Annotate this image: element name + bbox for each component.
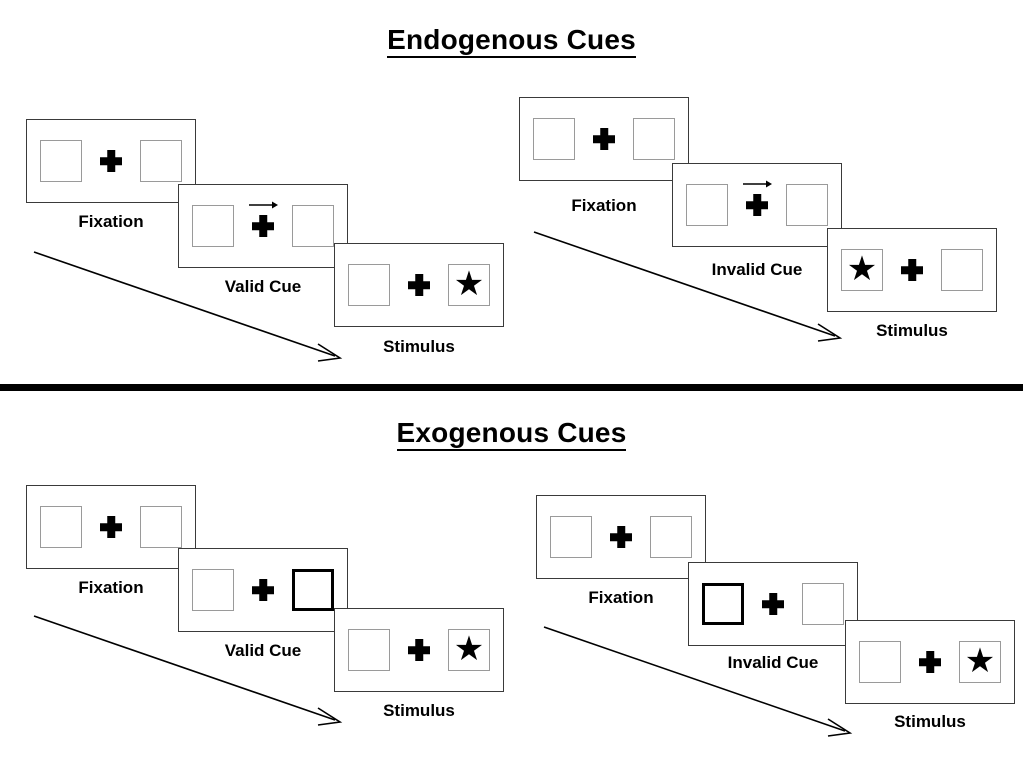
caption-endogenous-valid-stimulus: Stimulus <box>383 337 455 356</box>
caption-exogenous-invalid-stimulus: Stimulus <box>894 712 966 731</box>
caption-exogenous-valid-fixation: Fixation <box>78 578 144 597</box>
fixation-cross-icon <box>408 639 430 661</box>
stimulus-box-right: ★ <box>959 641 1001 683</box>
fixation-cross-icon <box>249 201 278 237</box>
fixation-cross-icon <box>901 259 923 281</box>
caption-exogenous-invalid-fixation: Fixation <box>588 588 654 607</box>
stimulus-box-right <box>140 506 182 548</box>
panel-exogenous-valid-cue <box>178 548 348 632</box>
stimulus-box-left <box>192 569 234 611</box>
stimulus-box-left <box>550 516 592 558</box>
stimulus-box-left <box>348 264 390 306</box>
caption-endogenous-invalid-stimulus: Stimulus <box>876 321 948 340</box>
stimulus-box-right <box>941 249 983 291</box>
stimulus-box-left <box>192 205 234 247</box>
panel-endogenous-valid-fixation <box>26 119 196 203</box>
panel-endogenous-valid-stimulus: ★ <box>334 243 504 327</box>
stimulus-box-left <box>348 629 390 671</box>
star-icon: ★ <box>453 265 485 303</box>
arrow-right-icon <box>743 180 772 188</box>
panel-exogenous-valid-fixation <box>26 485 196 569</box>
stimulus-box-right <box>802 583 844 625</box>
fixation-cross-icon <box>100 150 122 172</box>
fixation-cross-icon <box>919 651 941 673</box>
panel-exogenous-invalid-fixation <box>536 495 706 579</box>
fixation-cross-icon <box>593 128 615 150</box>
panel-endogenous-valid-cue <box>178 184 348 268</box>
caption-exogenous-valid-cue: Valid Cue <box>224 641 302 660</box>
section-title-endogenous: Endogenous Cues <box>0 24 1023 58</box>
stimulus-box-left <box>533 118 575 160</box>
stimulus-box-left <box>686 184 728 226</box>
star-icon: ★ <box>846 250 878 288</box>
fixation-cross-icon <box>100 516 122 538</box>
arrow-right-icon <box>249 201 278 209</box>
stimulus-box-right: ★ <box>448 629 490 671</box>
fixation-cross-icon <box>252 579 274 601</box>
panel-endogenous-invalid-cue <box>672 163 842 247</box>
stimulus-box-right <box>292 205 334 247</box>
stimulus-box-right <box>650 516 692 558</box>
stimulus-box-left <box>40 140 82 182</box>
stimulus-box-left: ★ <box>841 249 883 291</box>
star-icon: ★ <box>964 642 996 680</box>
panel-exogenous-valid-stimulus: ★ <box>334 608 504 692</box>
panel-exogenous-invalid-cue <box>688 562 858 646</box>
section-title-endogenous-text: Endogenous Cues <box>387 24 636 58</box>
panel-endogenous-invalid-stimulus: ★ <box>827 228 997 312</box>
caption-endogenous-invalid-cue: Invalid Cue <box>711 260 803 279</box>
stimulus-box-left <box>859 641 901 683</box>
star-icon: ★ <box>453 630 485 668</box>
fixation-cross-icon <box>610 526 632 548</box>
stimulus-box-left-cued <box>702 583 744 625</box>
stimulus-box-right-cued <box>292 569 334 611</box>
panel-endogenous-invalid-fixation <box>519 97 689 181</box>
section-title-exogenous-text: Exogenous Cues <box>396 417 627 451</box>
section-title-exogenous: Exogenous Cues <box>0 417 1023 451</box>
stimulus-box-right <box>633 118 675 160</box>
section-divider <box>0 384 1023 391</box>
fixation-cross-icon <box>408 274 430 296</box>
stimulus-box-right: ★ <box>448 264 490 306</box>
stimulus-box-left <box>40 506 82 548</box>
caption-endogenous-invalid-fixation: Fixation <box>571 196 637 215</box>
panel-exogenous-invalid-stimulus: ★ <box>845 620 1015 704</box>
caption-endogenous-valid-fixation: Fixation <box>78 212 144 231</box>
caption-exogenous-invalid-cue: Invalid Cue <box>727 653 819 672</box>
stimulus-box-right <box>140 140 182 182</box>
caption-exogenous-valid-stimulus: Stimulus <box>383 701 455 720</box>
fixation-cross-icon <box>762 593 784 615</box>
stimulus-box-right <box>786 184 828 226</box>
caption-endogenous-valid-cue: Valid Cue <box>224 277 302 296</box>
fixation-cross-icon <box>743 180 772 216</box>
